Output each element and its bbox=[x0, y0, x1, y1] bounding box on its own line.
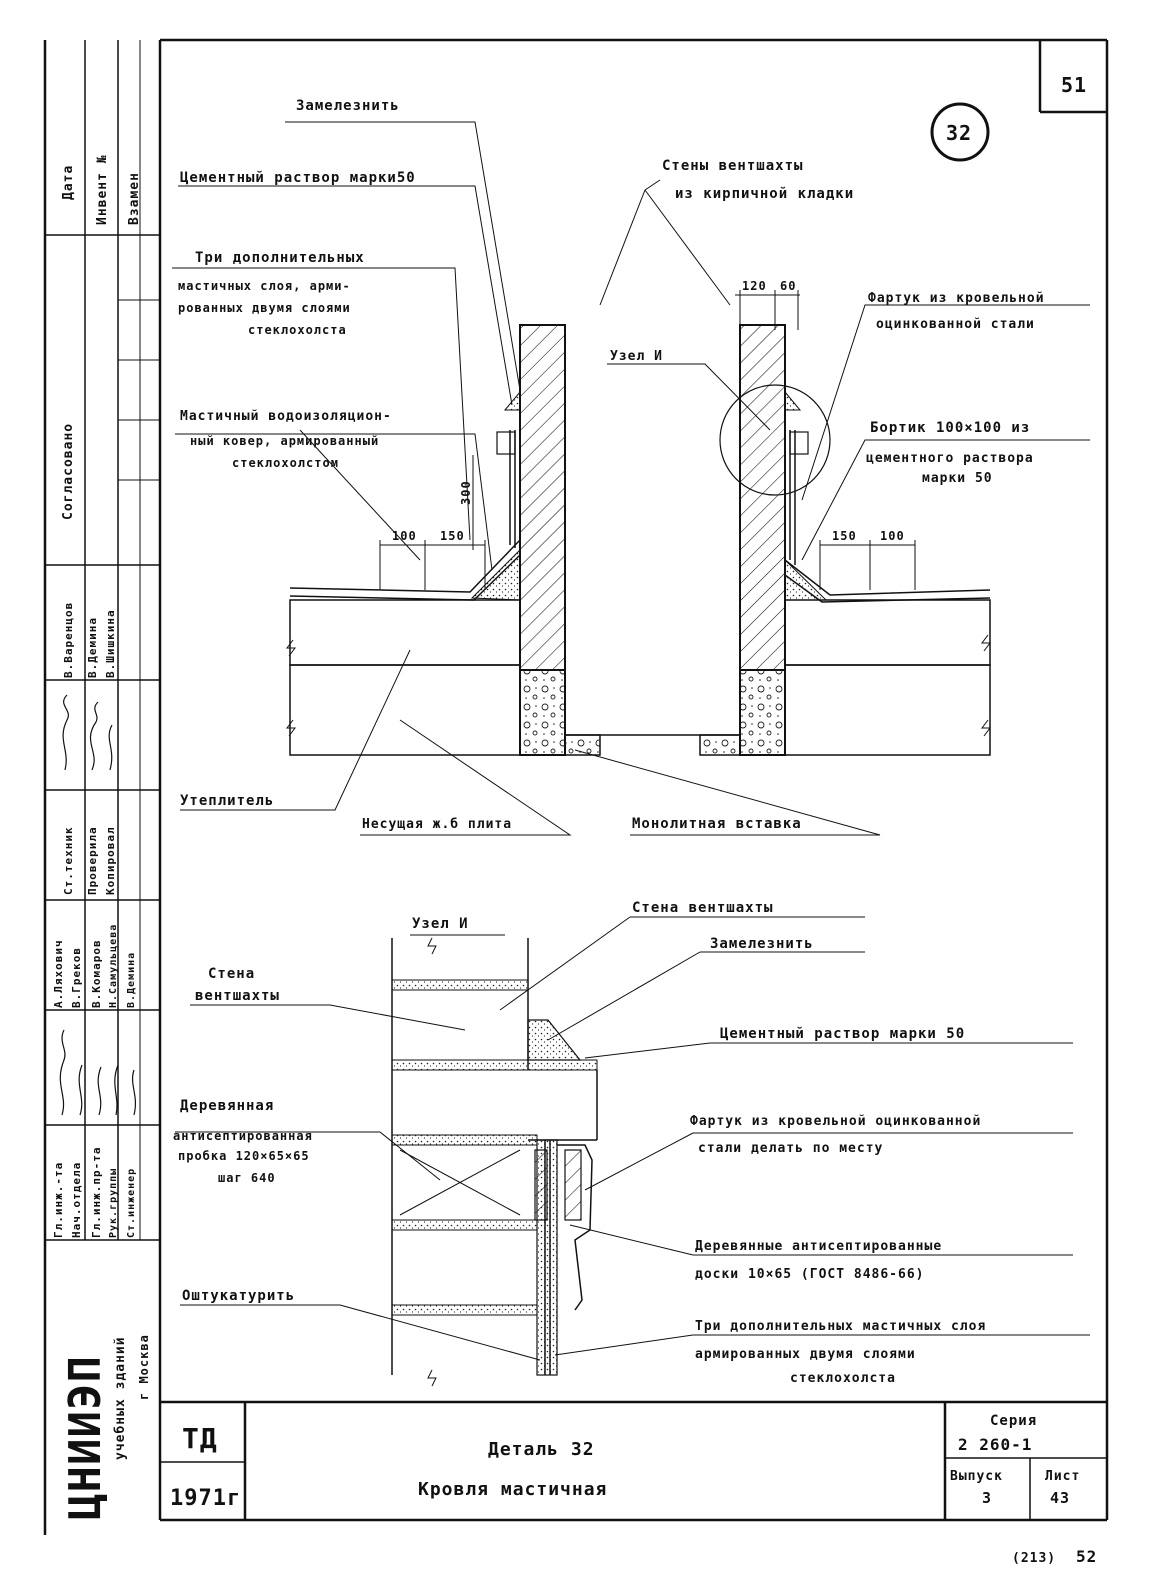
node-view bbox=[175, 916, 1090, 1387]
node-label-zamelezn: Замелезнить bbox=[710, 936, 814, 952]
node-label-apron-2: стали делать по месту bbox=[698, 1141, 883, 1156]
label-slab: Несущая ж.б плита bbox=[362, 817, 512, 832]
main-section-view bbox=[172, 121, 1090, 836]
title-line1: Деталь 32 bbox=[488, 1439, 595, 1460]
dim-right-100: 100 bbox=[880, 529, 905, 543]
side-name-1: В.Греков bbox=[70, 947, 83, 1008]
dim-top-60: 60 bbox=[780, 279, 796, 293]
node-label-boards-1: Деревянные антисептированные bbox=[695, 1239, 942, 1254]
side-name-5: В.Варенцов bbox=[62, 602, 75, 678]
side-name-0: А.Ляхович bbox=[52, 939, 65, 1008]
label-border-2: цементного раствора bbox=[866, 451, 1034, 466]
node-label-layers-3: стеклохолста bbox=[790, 1371, 896, 1386]
node-label-plaster: Оштукатурить bbox=[182, 1288, 295, 1304]
dim-top-120: 120 bbox=[742, 279, 767, 293]
title-block bbox=[160, 1400, 1107, 1520]
label-apron-1: Фартук из кровельной bbox=[868, 291, 1045, 306]
issue-value: 3 bbox=[982, 1489, 992, 1507]
side-name-3: Н.Самульцева bbox=[108, 924, 119, 1008]
label-apron-2: оцинкованной стали bbox=[876, 317, 1035, 332]
node-label-cement: Цементный раствор марки 50 bbox=[720, 1026, 965, 1042]
label-three-layers-2: мастичных слоя, арми- bbox=[178, 279, 351, 293]
side-role-0: Гл.инж.-та bbox=[52, 1162, 65, 1238]
series-value: 2 260-1 bbox=[958, 1435, 1032, 1454]
sheet-label: Лист bbox=[1045, 1469, 1080, 1484]
label-three-layers-1: Три дополнительных bbox=[195, 250, 365, 266]
sheet-frame bbox=[43, 38, 1109, 1535]
label-cement-top: Цементный раствор марки50 bbox=[180, 170, 416, 186]
side-agreed: Согласовано bbox=[61, 423, 76, 520]
node-label-wood-plug-1: Деревянная bbox=[180, 1098, 274, 1114]
side-role-1: Нач.отдела bbox=[70, 1162, 83, 1238]
series-label: Серия bbox=[990, 1413, 1037, 1429]
label-three-layers-3: рованных двумя слоями bbox=[178, 301, 351, 315]
side-header-replace: Взамен bbox=[127, 172, 142, 225]
side-org-sub2: г Москва bbox=[137, 1334, 151, 1400]
node-label-wall-1: Стена bbox=[208, 966, 255, 982]
side-name-2: В.Комаров bbox=[90, 939, 103, 1008]
node-label-wood-plug-3: пробка 120×65×65 bbox=[178, 1149, 310, 1163]
footer-left: (213) bbox=[1012, 1551, 1056, 1566]
side-role-2: Гл.инж.пр-та bbox=[90, 1147, 103, 1238]
label-zamelezn: Замелезнить bbox=[296, 98, 400, 114]
label-carpet-1: Мастичный водоизоляцион- bbox=[180, 409, 392, 424]
node-label-layers-1: Три дополнительных мастичных слоя bbox=[695, 1319, 986, 1334]
label-walls-2: из кирпичной кладки bbox=[675, 186, 854, 202]
node-label-wall-vent: Стена вентшахты bbox=[632, 900, 773, 916]
side-header-date: Дата bbox=[61, 165, 76, 200]
dim-left-100: 100 bbox=[392, 529, 417, 543]
side-block-grid bbox=[45, 40, 160, 1241]
label-border-3: марки 50 bbox=[922, 471, 993, 486]
title-block-text: ТД 1971г Деталь 32 Кровля мастичная Сери… bbox=[170, 1413, 1080, 1511]
node-label-wood-plug-2: антисептированная bbox=[173, 1129, 313, 1143]
title-year: 1971г bbox=[170, 1486, 241, 1511]
node-label-wood-plug-4: шаг 640 bbox=[218, 1171, 276, 1185]
label-monolith: Монолитная вставка bbox=[632, 816, 802, 832]
side-org-sub1: учебных зданий bbox=[113, 1336, 128, 1460]
sheet-value: 43 bbox=[1050, 1489, 1070, 1507]
main-view-labels: Замелезнить Цементный раствор марки50 Тр… bbox=[178, 98, 1045, 832]
side-name-6: В.Демина bbox=[86, 617, 99, 678]
label-walls-1: Стены вентшахты bbox=[662, 158, 803, 174]
detail-circle bbox=[930, 102, 990, 162]
label-node: Узел И bbox=[610, 349, 663, 364]
side-org-big: ЦНИИЭП bbox=[60, 1355, 111, 1520]
node-label-wall-2: вентшахты bbox=[195, 988, 280, 1004]
node-view-labels: Узел И Стена вентшахты Замелезнить Стена… bbox=[173, 900, 986, 1386]
dim-left-150: 150 bbox=[440, 529, 465, 543]
footer-right: 52 bbox=[1076, 1547, 1097, 1566]
label-insulation: Утеплитель bbox=[180, 793, 274, 809]
node-title: Узел И bbox=[412, 916, 469, 932]
node-label-apron-1: Фартук из кровельной оцинкованной bbox=[690, 1114, 981, 1129]
signatures bbox=[59, 694, 137, 1116]
side-name-4: В.Демина bbox=[126, 952, 137, 1008]
node-label-boards-2: доски 10×65 (ГОСТ 8486-66) bbox=[695, 1267, 925, 1282]
label-three-layers-4: стеклохолста bbox=[248, 323, 347, 337]
issue-label: Выпуск bbox=[950, 1469, 1003, 1484]
side-role-7: Копировал bbox=[104, 826, 117, 895]
page-number: 51 bbox=[1061, 73, 1087, 97]
side-block-text: Дата Инвент № Взамен Согласовано В.Варен… bbox=[52, 154, 151, 1520]
side-role-4: Ст.инженер bbox=[126, 1168, 137, 1238]
side-name-7: В.Шишкина bbox=[104, 609, 117, 678]
side-role-3: Рук.группы bbox=[108, 1168, 119, 1238]
label-carpet-2: ный ковер, армированный bbox=[190, 434, 379, 448]
title-td: ТД bbox=[182, 1422, 218, 1455]
node-label-layers-2: армированных двумя слоями bbox=[695, 1347, 916, 1362]
title-line2: Кровля мастичная bbox=[418, 1479, 607, 1500]
side-role-5: Ст.техник bbox=[62, 826, 75, 895]
side-role-6: Проверила bbox=[86, 826, 99, 895]
side-header-inv: Инвент № bbox=[95, 154, 110, 225]
dim-right-150: 150 bbox=[832, 529, 857, 543]
dim-left-300: 300 bbox=[459, 480, 473, 505]
label-border-1: Бортик 100×100 из bbox=[870, 420, 1030, 436]
detail-circle-number: 32 bbox=[946, 121, 972, 145]
label-carpet-3: стеклохолстом bbox=[232, 456, 339, 470]
